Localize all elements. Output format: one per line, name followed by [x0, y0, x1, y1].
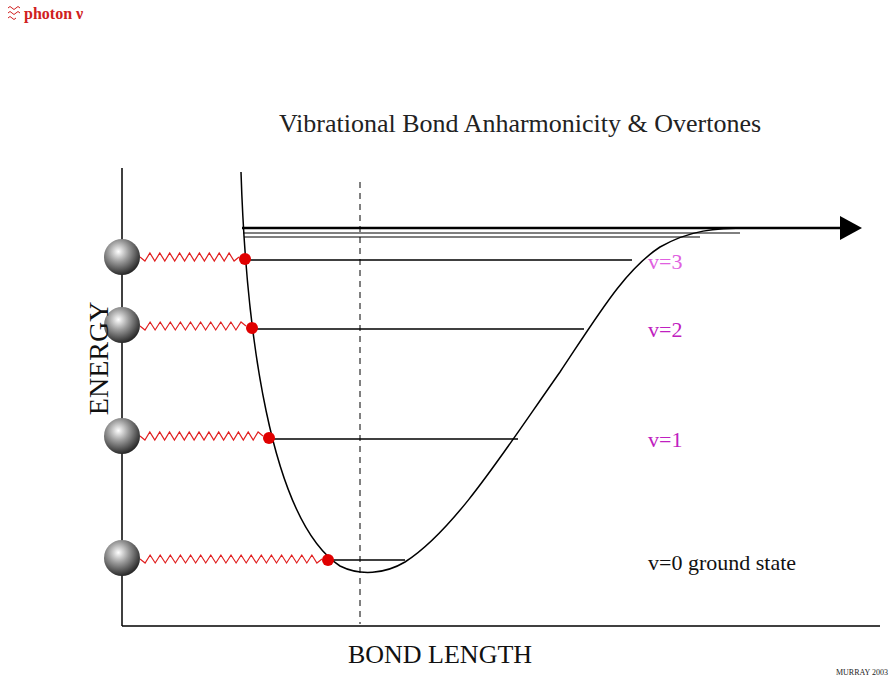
- spring: [140, 555, 322, 563]
- spring: [140, 322, 246, 330]
- equilibrium-line: [360, 182, 361, 624]
- dissociation-limit: [242, 216, 862, 240]
- credit-watermark: MURRAY 2003: [836, 669, 888, 678]
- photon-icon: [8, 7, 20, 20]
- spring: [140, 432, 263, 440]
- level-label: v=3: [648, 250, 682, 274]
- axis-label: BOND LENGTH: [348, 641, 532, 670]
- axis-label: ENERGY: [84, 302, 115, 416]
- level-label: v=1: [648, 428, 682, 452]
- bond-length-axis: [122, 625, 880, 627]
- partner-atoms: [239, 253, 334, 566]
- level-label: v=2: [648, 318, 682, 342]
- potential-curve: [241, 172, 750, 572]
- level-label: v=0 ground state: [648, 551, 796, 575]
- spring: [140, 253, 239, 261]
- energy-levels: [245, 260, 632, 560]
- bond-springs: [140, 253, 322, 563]
- diagram-title: Vibrational Bond Anharmonicity & Overton…: [279, 110, 761, 139]
- photon-label: photon ν: [24, 5, 83, 23]
